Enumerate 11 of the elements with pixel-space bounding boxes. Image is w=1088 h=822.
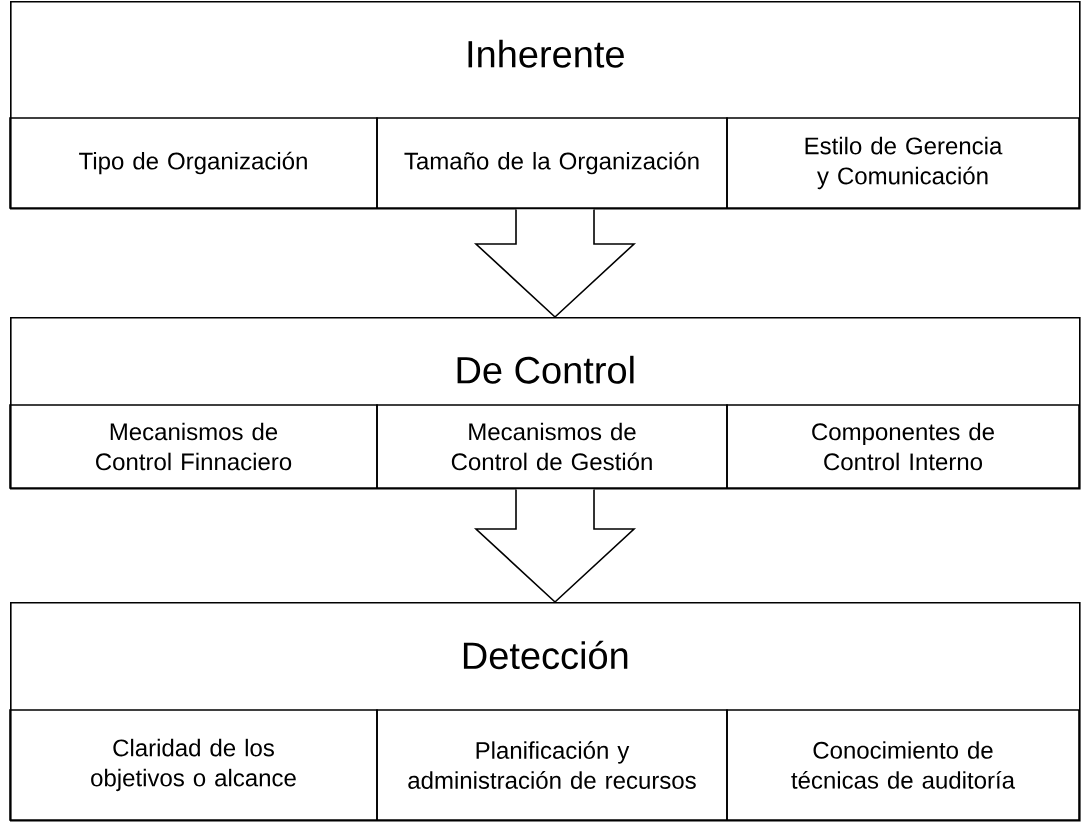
table-cell: Conocimiento de técnicas de auditoría <box>726 709 1080 821</box>
table-cell: Mecanismos de Control Finnaciero <box>9 404 378 489</box>
block-arrow <box>473 208 637 319</box>
table-cell: Componentes de Control Interno <box>726 404 1080 489</box>
table-cell: Tamaño de la Organización <box>376 117 728 209</box>
table-cell: Estilo de Gerencia y Comunicación <box>726 117 1080 209</box>
block-arrow <box>473 488 637 604</box>
table-cell: Mecanismos de Control de Gestión <box>376 404 728 489</box>
table-cell: Planificación y administración de recursos <box>376 709 728 821</box>
table-cell: Tipo de Organización <box>9 117 378 209</box>
table-cell: Claridad de los objetivos o alcance <box>9 709 378 821</box>
